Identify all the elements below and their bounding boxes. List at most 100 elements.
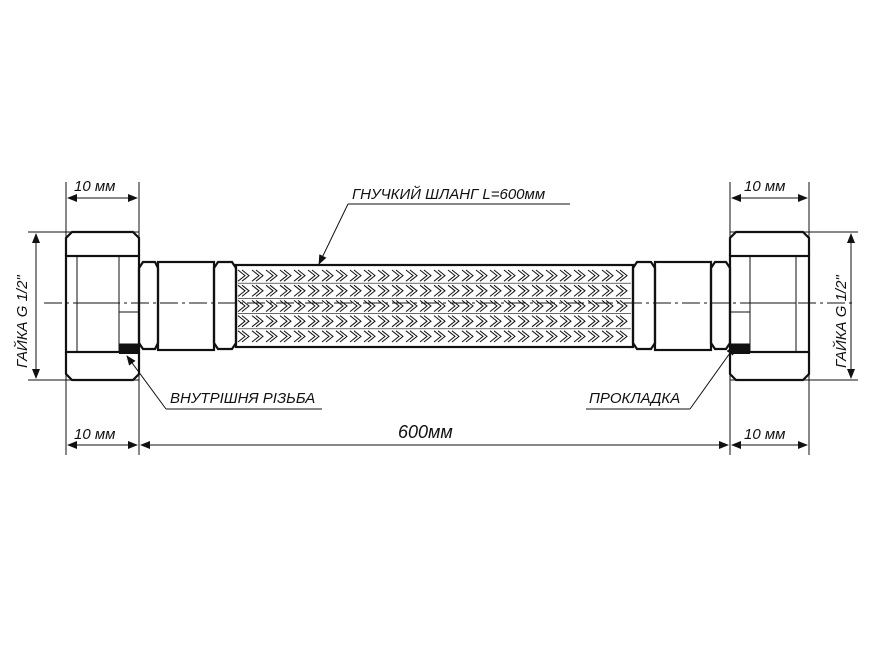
braid-strand [349, 300, 362, 312]
braid-strand [545, 300, 558, 312]
braid-strand [517, 284, 530, 297]
dim-total-label: 600мм [398, 422, 453, 442]
braid-strand [321, 330, 334, 343]
braid-strand [475, 315, 488, 328]
dim-top-right-label: 10 мм [744, 178, 785, 195]
braid-strand [391, 315, 404, 328]
braid-strand [293, 284, 306, 297]
dimension-right-side: ГАЙКА G 1/2" [809, 231, 858, 381]
dimension-top-left: 10 мм [65, 178, 140, 232]
braid-strand [251, 300, 264, 312]
braid-strand [489, 284, 502, 297]
braid-strand [447, 330, 460, 343]
braid-strand [489, 269, 502, 282]
braid-strand [531, 315, 544, 328]
braid-strand [265, 269, 278, 282]
braid-strand [503, 330, 516, 343]
braid-strand [349, 315, 362, 328]
braid-strand [433, 315, 446, 328]
left-ferrule [137, 260, 238, 352]
dimension-top-right: 10 мм [729, 178, 810, 232]
braid-strand [503, 300, 516, 312]
braid-strand [293, 330, 306, 343]
braid-strand [321, 315, 334, 328]
braid-strand [517, 330, 530, 343]
braid-strand [377, 330, 390, 343]
braid-strand [461, 300, 474, 312]
braid-strand [279, 300, 292, 312]
leader-gasket: ПРОКЛАДКА [586, 345, 736, 410]
braid-strand [279, 315, 292, 328]
braid-strand [391, 284, 404, 297]
braided-hose [234, 263, 635, 349]
braid-strand [615, 269, 628, 282]
braid-strand [293, 269, 306, 282]
braid-strand [461, 284, 474, 297]
braid-strand [335, 315, 348, 328]
braid-strand [545, 330, 558, 343]
braid-strand [503, 269, 516, 282]
braid-strand [489, 330, 502, 343]
braid-strand [293, 315, 306, 328]
braid-strand [601, 284, 614, 297]
braid-strand [391, 330, 404, 343]
braid-strand [391, 300, 404, 312]
braid-strand [363, 315, 376, 328]
braid-strand [265, 284, 278, 297]
braid-strand [377, 300, 390, 312]
braid-strand [461, 269, 474, 282]
braid-strand [433, 300, 446, 312]
braid-strand [615, 300, 628, 312]
braid-strand [587, 315, 600, 328]
braid-strand [419, 330, 432, 343]
braid-strand [573, 300, 586, 312]
braid-strand [531, 300, 544, 312]
braid-strand [433, 269, 446, 282]
braid-strand [335, 330, 348, 343]
braid-strand [335, 300, 348, 312]
braid-strand [349, 330, 362, 343]
braid-strand [279, 284, 292, 297]
thread-label: ВНУТРІШНЯ РІЗЬБА [170, 390, 315, 407]
braid-strand [391, 269, 404, 282]
braid-strand [321, 269, 334, 282]
right-nut [728, 230, 811, 382]
braid-strand [545, 269, 558, 282]
braid-strand [363, 300, 376, 312]
dim-bottom-right-label: 10 мм [744, 426, 785, 443]
braid-strand [531, 330, 544, 343]
leader-hose: ГНУЧКИЙ ШЛАНГ L=600мм [318, 185, 570, 265]
braid-strand [363, 269, 376, 282]
right-ferrule [631, 260, 732, 352]
braid-strand [531, 269, 544, 282]
braid-strand [601, 300, 614, 312]
braid-strand [587, 330, 600, 343]
braid-strand [475, 284, 488, 297]
braid-strand [419, 284, 432, 297]
braid-strand [559, 300, 572, 312]
braid-strand [615, 330, 628, 343]
braid-strand [503, 284, 516, 297]
braid-strand [293, 300, 306, 312]
hose-label: ГНУЧКИЙ ШЛАНГ L=600мм [352, 185, 545, 203]
dimension-bottom: 10 мм 600мм 10 мм [65, 352, 810, 455]
braid-strand [237, 300, 250, 312]
braid-strand [447, 315, 460, 328]
braid-strand [545, 284, 558, 297]
braid-strand [601, 269, 614, 282]
gasket-label: ПРОКЛАДКА [589, 390, 680, 407]
braid-strand [237, 284, 250, 297]
braid-strand [237, 315, 250, 328]
braid-strand [531, 284, 544, 297]
braid-strand [475, 269, 488, 282]
braid-strand [517, 300, 530, 312]
braid-strand [265, 315, 278, 328]
braid-strand [573, 284, 586, 297]
braid-strand [461, 315, 474, 328]
braid-strand [559, 269, 572, 282]
braid-strand [587, 284, 600, 297]
braid-strand [419, 269, 432, 282]
braid-strand [447, 300, 460, 312]
dimension-left-side: ГАЙКА G 1/2" [13, 231, 66, 381]
dim-bottom-left-label: 10 мм [74, 426, 115, 443]
